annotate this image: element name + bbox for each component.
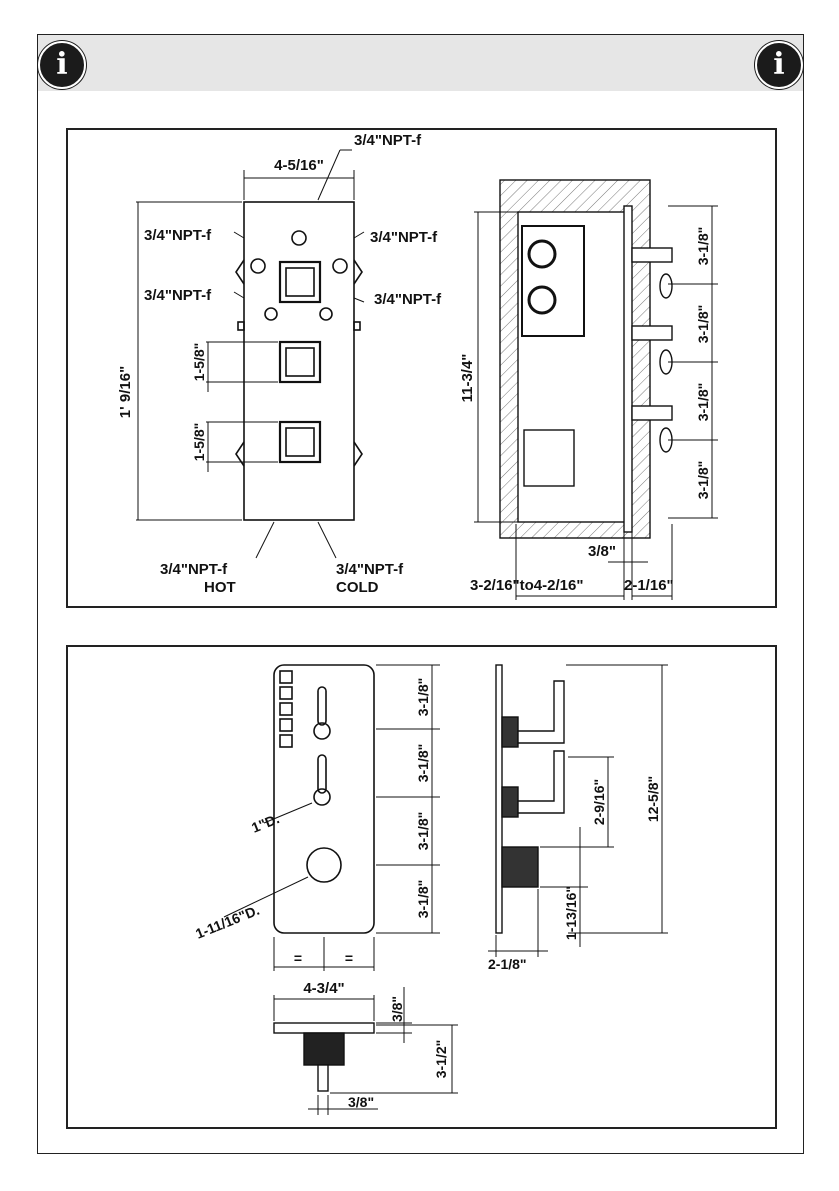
right-upper-connection-label: 3/4"NPT-f (370, 229, 438, 246)
side-height-label: 11-3/4" (459, 354, 476, 403)
trim-spacing-4-label: 3-1/8" (415, 880, 431, 919)
equal-left-label: = (294, 950, 302, 966)
large-knob-diameter-label: 1-11/16"D. (193, 902, 261, 942)
trim-dimensions-panel: 3-1/8" 3-1/8" 3-1/8" 3-1/8" 1"D. 1-11/16… (66, 645, 777, 1129)
plate-width-label: 4-3/4" (303, 980, 344, 997)
side-spacing-3-label: 3-1/8" (695, 383, 711, 422)
hot-label: HOT (204, 579, 236, 596)
hot-connection-label: 3/4"NPT-f (160, 561, 228, 578)
front-spacing-2-label: 1-5/8" (191, 423, 207, 462)
valve-body-drawing: 4-5/16" 3/4"NPT-f 3/4"NPT-f 3/4"NPT-f 3/… (68, 130, 775, 606)
plate-thickness-label: 3/8" (389, 996, 405, 1022)
right-lower-connection-label: 3/4"NPT-f (374, 291, 442, 308)
cold-label: COLD (336, 579, 379, 596)
left-lower-connection-label: 3/4"NPT-f (144, 287, 212, 304)
valve-body-dimensions-panel: 4-5/16" 3/4"NPT-f 3/4"NPT-f 3/4"NPT-f 3/… (66, 128, 777, 608)
small-handle-diameter-label: 1"D. (249, 810, 281, 835)
front-height-label: 1' 9/16" (117, 366, 134, 418)
valve-front-view (236, 202, 362, 520)
trim-plan-view (274, 1023, 374, 1091)
trim-drawing: 3-1/8" 3-1/8" 3-1/8" 3-1/8" 1"D. 1-11/16… (68, 647, 775, 1127)
info-icon: i (755, 41, 803, 89)
handle-depth-label: 3-1/2" (433, 1040, 449, 1079)
front-width-label: 4-5/16" (274, 157, 324, 174)
cold-connection-label: 3/4"NPT-f (336, 561, 404, 578)
depth-small-label: 3/8" (588, 543, 616, 560)
front-dimension-lines (136, 150, 364, 558)
instruction-sheet: i i (37, 34, 804, 1154)
valve-side-view (500, 180, 672, 538)
trim-spacing-3-label: 3-1/8" (415, 812, 431, 851)
trim-front-view (274, 665, 374, 933)
side-spacing-1-label: 3-1/8" (695, 227, 711, 266)
top-connection-label: 3/4"NPT-f (354, 132, 422, 149)
side-spacing-2-label: 3-1/8" (695, 305, 711, 344)
front-spacing-1-label: 1-5/8" (191, 343, 207, 382)
trim-side-height-label: 12-5/8" (645, 776, 661, 822)
trim-spacing-2-label: 3-1/8" (415, 744, 431, 783)
side-spacing-4-label: 3-1/8" (695, 461, 711, 500)
left-upper-connection-label: 3/4"NPT-f (144, 227, 212, 244)
depth-out-label: 2-1/16" (624, 577, 674, 594)
trim-side-view (496, 665, 564, 933)
trim-side-depth-label: 2-1/8" (488, 956, 527, 972)
depth-range-label: 3-2/16"to4-2/16" (470, 577, 583, 594)
handle-offset-label: 3/8" (348, 1094, 374, 1110)
info-icon: i (38, 41, 86, 89)
trim-side-spacing-label: 2-9/16" (591, 779, 607, 825)
trim-knob-depth-label: 1-13/16" (563, 886, 579, 940)
equal-right-label: = (345, 950, 353, 966)
header-band (38, 35, 803, 91)
trim-spacing-1-label: 3-1/8" (415, 678, 431, 717)
